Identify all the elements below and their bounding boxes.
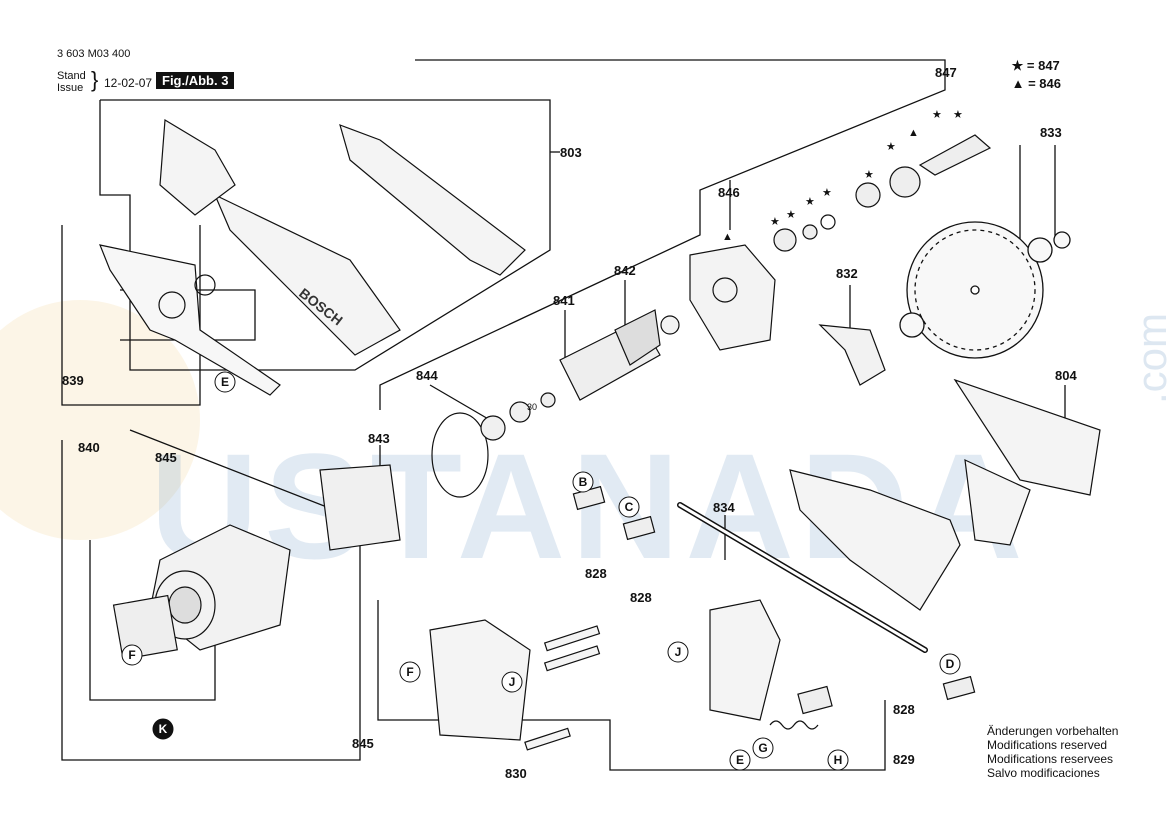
letter-markers: B C D E E F F G H J J K xyxy=(121,371,961,771)
modifications-notice: Änderungen vorbehalten Modifications res… xyxy=(987,724,1118,780)
svg-text:F: F xyxy=(128,648,135,662)
field-coil-843 xyxy=(319,401,531,551)
marker-d: D xyxy=(939,653,961,675)
marker-e-top: E xyxy=(214,371,236,393)
notice-line-es: Salvo modificaciones xyxy=(987,766,1100,780)
svg-text:G: G xyxy=(758,741,767,755)
stand-label: Stand xyxy=(57,70,86,82)
marker-h: H xyxy=(827,749,849,771)
callout-829: 829 xyxy=(893,752,915,767)
svg-text:▲: ▲ xyxy=(722,231,733,243)
callout-839: 839 xyxy=(62,373,84,388)
callout-803: 803 xyxy=(560,145,582,160)
riving-knife-839 xyxy=(99,244,281,396)
svg-text:★: ★ xyxy=(822,187,832,199)
svg-text:★: ★ xyxy=(886,141,896,153)
issue-date: 12-02-07 xyxy=(104,76,153,90)
stand-issue-label: Stand Issue xyxy=(57,70,86,94)
symbol-legend: ★ = 847 ▲ = 846 xyxy=(1012,57,1061,93)
callout-842: 842 xyxy=(614,263,636,278)
frame-830 xyxy=(377,600,886,771)
svg-text:B: B xyxy=(579,475,588,489)
callout-843: 843 xyxy=(368,431,390,446)
callout-844: 844 xyxy=(416,368,438,383)
armature-841 xyxy=(540,309,661,408)
leader-844 xyxy=(429,384,491,421)
svg-text:H: H xyxy=(834,753,843,767)
mount-bracket-830 xyxy=(429,599,781,751)
brace-icon: } xyxy=(91,67,99,92)
callout-845-bottom: 845 xyxy=(352,736,374,751)
legend-triangle: ▲ = 846 xyxy=(1011,76,1061,91)
svg-text:★: ★ xyxy=(864,169,874,181)
svg-text:K: K xyxy=(159,722,168,736)
marker-e-bottom: E xyxy=(729,749,751,771)
callout-846: 846 xyxy=(718,185,740,200)
notice-line-fr: Modifications reservees xyxy=(987,752,1114,766)
callout-847: 847 xyxy=(935,65,957,80)
callout-828-3: 828 xyxy=(893,702,915,717)
spring-829 xyxy=(769,685,833,730)
document-number: 3 603 M03 400 xyxy=(57,48,131,60)
svg-text:★: ★ xyxy=(805,196,815,208)
lower-guard-804 xyxy=(789,378,1101,611)
marker-j-right: J xyxy=(667,641,689,663)
bracket-832 xyxy=(818,324,886,386)
svg-text:E: E xyxy=(221,375,229,389)
svg-text:F: F xyxy=(406,665,413,679)
callout-828-2: 828 xyxy=(630,590,652,605)
callout-840: 840 xyxy=(78,440,100,455)
part-symbols: ★ ★ ★ ★ ★ ★ ▲ ★ ★ ▲ xyxy=(722,109,963,243)
callout-830: 830 xyxy=(505,766,527,781)
callout-828-1: 828 xyxy=(585,566,607,581)
shaft-847 xyxy=(773,134,992,252)
svg-text:J: J xyxy=(675,645,682,659)
blade-guard-803: BOSCH xyxy=(159,118,526,356)
svg-text:▲: ▲ xyxy=(908,127,919,139)
marker-c: C xyxy=(618,496,640,518)
marker-f-left: F xyxy=(121,644,143,666)
callout-30: 30 xyxy=(527,402,537,412)
marker-g: G xyxy=(752,737,774,759)
legend-star: ★ = 847 xyxy=(1011,58,1060,73)
marker-b-top: B xyxy=(572,471,594,493)
frame-847-846 xyxy=(379,59,946,410)
svg-text:D: D xyxy=(946,657,955,671)
issue-label: Issue xyxy=(57,82,84,94)
motor-housing-840 xyxy=(112,524,291,660)
svg-text:★: ★ xyxy=(770,216,780,228)
marker-k: K xyxy=(152,718,174,740)
callout-841: 841 xyxy=(553,293,575,308)
saw-blade-833 xyxy=(899,221,1071,359)
svg-text:★: ★ xyxy=(932,109,942,121)
callout-845-top: 845 xyxy=(155,450,177,465)
svg-text:★: ★ xyxy=(953,109,963,121)
callout-804: 804 xyxy=(1055,368,1077,383)
callout-832: 832 xyxy=(836,266,858,281)
notice-line-de: Änderungen vorbehalten xyxy=(987,724,1119,738)
callout-834: 834 xyxy=(713,500,735,515)
frame-839 xyxy=(61,225,201,406)
frame-840 xyxy=(61,429,361,761)
marker-f-mid: F xyxy=(399,661,421,683)
figure-label: Fig./Abb. 3 xyxy=(156,72,235,89)
notice-line-en: Modifications reserved xyxy=(987,738,1108,752)
svg-text:E: E xyxy=(736,753,744,767)
marker-j-mid: J xyxy=(501,671,523,693)
svg-text:C: C xyxy=(625,500,634,514)
callout-833: 833 xyxy=(1040,125,1062,140)
svg-text:J: J xyxy=(509,675,516,689)
svg-text:★: ★ xyxy=(786,209,796,221)
bearing-plate-842 xyxy=(660,244,776,351)
callout-numbers: 803 847 833 846 842 841 832 839 844 804 … xyxy=(62,65,1077,781)
